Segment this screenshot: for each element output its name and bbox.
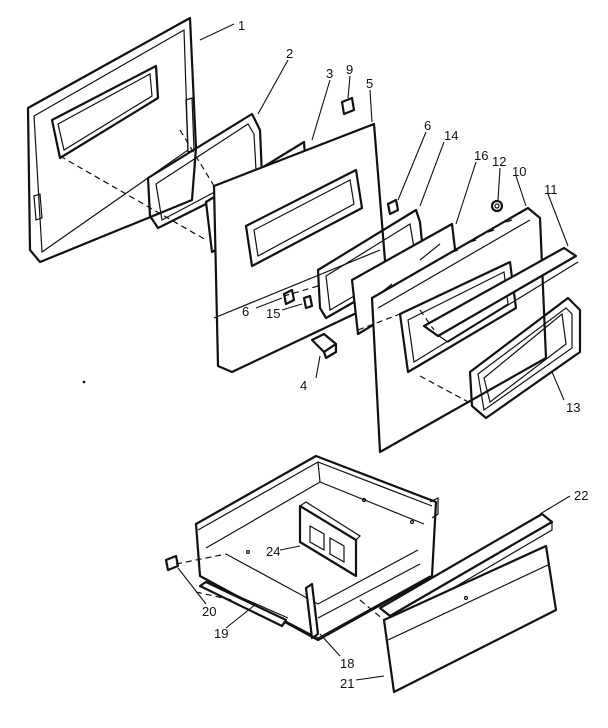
callout-5: 5 [366,76,373,91]
part-gasket [468,296,582,420]
part-center-bracket [298,501,361,578]
part-bracket [310,332,338,360]
callout-14: 14 [444,128,458,143]
callout-2: 2 [286,46,293,61]
door-alignment-lines [59,129,473,405]
part-outer-door-panel [26,16,198,264]
callout-20: 20 [202,604,216,619]
drawer-alignment-lines [175,553,385,621]
leader-lines [177,23,571,681]
part-inner-door-panel [212,122,400,374]
part-drawer-front [382,544,558,694]
part-rail [422,246,579,343]
callout-6-bottom: 6 [242,304,249,319]
callout-4: 4 [300,378,307,393]
part-knob [490,199,504,213]
callout-19: 19 [214,626,228,641]
callout-22: 22 [574,488,588,503]
callout-18: 18 [340,656,354,671]
part-clip [340,96,356,116]
part-side-guide [304,563,421,640]
callout-16: 16 [474,148,488,163]
part-drawer-rail [198,580,289,628]
part-door-liner [370,206,548,454]
callout-24: 24 [266,544,280,559]
stray-mark [82,380,86,384]
callout-6-top: 6 [424,118,431,133]
callout-12: 12 [492,154,506,169]
callout-3: 3 [326,66,333,81]
callout-13: 13 [566,400,580,415]
callout-10: 10 [512,164,526,179]
callout-1: 1 [238,18,245,33]
callout-15: 15 [266,306,280,321]
callout-9: 9 [346,62,353,77]
callout-labels: 1 2 3 9 5 6 14 16 12 10 11 6 15 4 13 22 … [202,18,588,691]
callout-11: 11 [544,182,558,197]
callout-21: 21 [340,676,354,691]
part-small-clip [164,554,180,572]
